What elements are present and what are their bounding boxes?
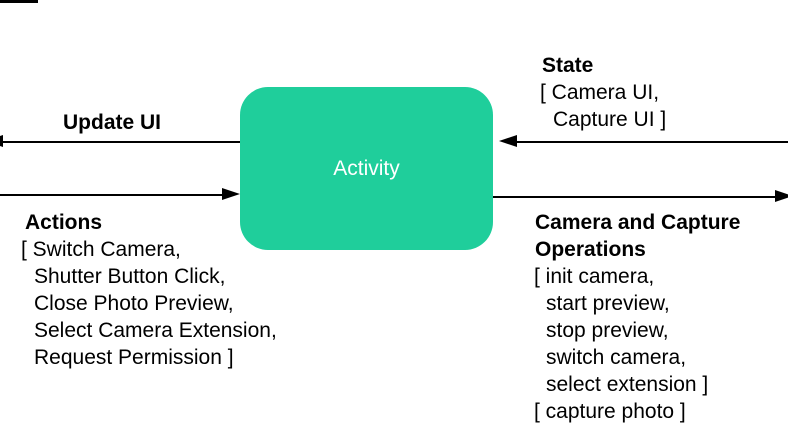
- list-line: switch camera,: [546, 346, 687, 369]
- state-list: [ Camera UI, Capture UI ]: [540, 79, 666, 133]
- update-ui-arrowhead-icon: [0, 135, 3, 147]
- list-line: [ init camera,: [534, 265, 655, 288]
- list-line: stop preview,: [546, 319, 669, 342]
- actions-heading: Actions: [25, 211, 103, 234]
- operations-list: [ init camera, start preview, stop preview…: [534, 263, 740, 425]
- actions-arrow-line: [0, 194, 226, 196]
- list-line: Capture UI ]: [553, 108, 667, 131]
- operations-heading-line1: Camera and Capture: [535, 211, 741, 234]
- activity-node-label: Activity: [333, 157, 400, 180]
- operations-heading-line2: Operations: [535, 238, 646, 261]
- operations-arrowhead-icon: [775, 190, 788, 202]
- actions-block: Actions [ Switch Camera, Shutter Button C…: [21, 209, 277, 371]
- operations-arrow-line: [493, 196, 782, 198]
- state-arrow-line: [516, 141, 788, 143]
- update-ui-arrow-line: [0, 141, 240, 143]
- list-line: Select Camera Extension,: [34, 319, 277, 342]
- list-line: Shutter Button Click,: [34, 265, 226, 288]
- actions-list: [ Switch Camera, Shutter Button Click, Clo…: [21, 236, 277, 371]
- update-ui-label: Update UI: [63, 111, 162, 134]
- actions-arrowhead-icon: [222, 188, 240, 200]
- list-line: [ capture photo ]: [534, 400, 686, 423]
- state-heading: State: [542, 54, 594, 77]
- list-line: Request Permission ]: [34, 346, 234, 369]
- state-block: State [ Camera UI, Capture UI ]: [540, 52, 666, 133]
- operations-block: Camera and Capture Operations [ init cam…: [534, 209, 740, 425]
- list-line: start preview,: [546, 292, 670, 315]
- list-line: select extension ]: [546, 373, 709, 396]
- state-arrowhead-icon: [499, 135, 517, 147]
- list-line: [ Camera UI,: [540, 81, 660, 104]
- activity-node: Activity: [240, 87, 493, 250]
- cropped-line-artifact: [0, 0, 38, 3]
- list-line: Close Photo Preview,: [34, 292, 234, 315]
- list-line: [ Switch Camera,: [21, 238, 181, 261]
